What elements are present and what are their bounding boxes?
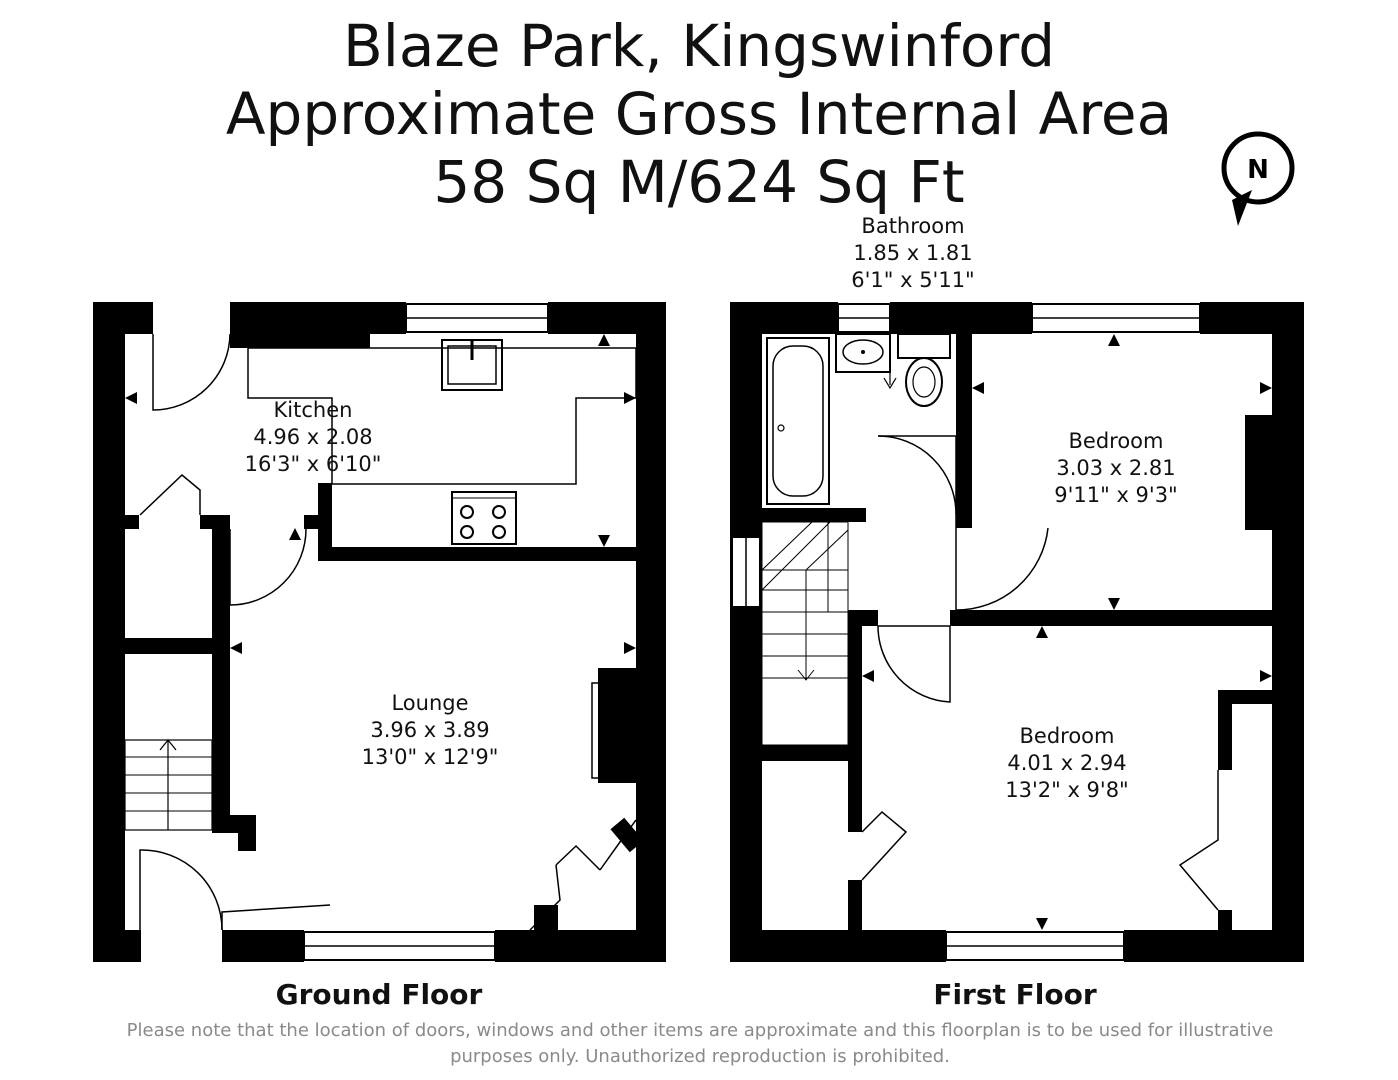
ground-floor-plan: Kitchen 4.96 x 2.08 16'3" x 6'10" Lounge… (93, 302, 666, 1011)
kitchen-worktop (247, 347, 637, 485)
first-floor-label: First Floor (933, 978, 1097, 1011)
dimension-arrows (862, 334, 1272, 930)
wall (950, 610, 1272, 626)
wall (730, 930, 946, 962)
bedroom2-name: Bedroom (1020, 724, 1115, 748)
kitchen-metric: 4.96 x 2.08 (253, 425, 372, 449)
disclaimer: Please note that the location of doors, … (100, 1018, 1300, 1070)
wall (125, 638, 225, 654)
title-area-value: 58 Sq M/624 Sq Ft (433, 148, 965, 216)
wall (848, 610, 862, 832)
staircase-icon (124, 739, 213, 831)
north-compass-icon: N (1221, 131, 1295, 226)
kitchen-name: Kitchen (274, 398, 353, 422)
disclaimer-line-1: Please note that the location of doors, … (126, 1020, 1274, 1041)
wall (495, 930, 666, 962)
wall (93, 302, 125, 962)
bedroom1-name: Bedroom (1069, 429, 1164, 453)
bathroom-metric: 1.85 x 1.81 (853, 241, 972, 265)
lounge-imperial: 13'0" x 12'9" (362, 745, 499, 769)
wall (230, 302, 406, 334)
title-address: Blaze Park, Kingswinford (342, 12, 1056, 80)
compass-letter: N (1247, 155, 1269, 185)
bathroom-imperial: 6'1" x 5'11" (851, 268, 974, 292)
dimension-arrows (125, 334, 636, 654)
bedroom1-imperial: 9'11" x 9'3" (1054, 483, 1177, 507)
wall (548, 302, 666, 334)
bedroom2-metric: 4.01 x 2.94 (1007, 751, 1126, 775)
disclaimer-line-2: purposes only. Unauthorized reproduction… (450, 1046, 950, 1067)
wall (1272, 302, 1304, 962)
wall (730, 302, 762, 962)
bath-icon (766, 337, 830, 505)
toilet-icon (897, 333, 951, 407)
wall (762, 508, 866, 522)
first-floor-plan: Bathroom 1.85 x 1.81 6'1" x 5'11" Bedroo… (730, 214, 1304, 1011)
title-area-heading: Approximate Gross Internal Area (225, 80, 1173, 148)
staircase-icon (761, 521, 849, 746)
chimney-breast (1245, 415, 1272, 530)
lounge-metric: 3.96 x 3.89 (370, 718, 489, 742)
lounge-name: Lounge (391, 691, 468, 715)
plan-title: Blaze Park, Kingswinford Approximate Gro… (0, 12, 1398, 216)
wall (636, 302, 666, 962)
bedroom2-imperial: 13'2" x 9'8" (1005, 778, 1128, 802)
wall (762, 745, 862, 761)
wall (318, 483, 332, 551)
bedroom1-metric: 3.03 x 2.81 (1056, 456, 1175, 480)
hob-icon (451, 491, 517, 545)
wall (93, 930, 141, 962)
fireplace (598, 668, 636, 783)
wall (212, 515, 230, 830)
wall (730, 302, 838, 334)
door-swing (861, 435, 1219, 911)
wall (956, 334, 972, 528)
wall (890, 302, 1032, 334)
kitchen-imperial: 16'3" x 6'10" (245, 452, 382, 476)
basin-icon (835, 333, 891, 373)
ground-floor-label: Ground Floor (276, 978, 483, 1011)
wall (222, 930, 304, 962)
wall (1200, 302, 1304, 334)
wall (318, 547, 636, 561)
wall (93, 302, 153, 334)
wall (1124, 930, 1304, 962)
bathroom-name: Bathroom (861, 214, 964, 238)
